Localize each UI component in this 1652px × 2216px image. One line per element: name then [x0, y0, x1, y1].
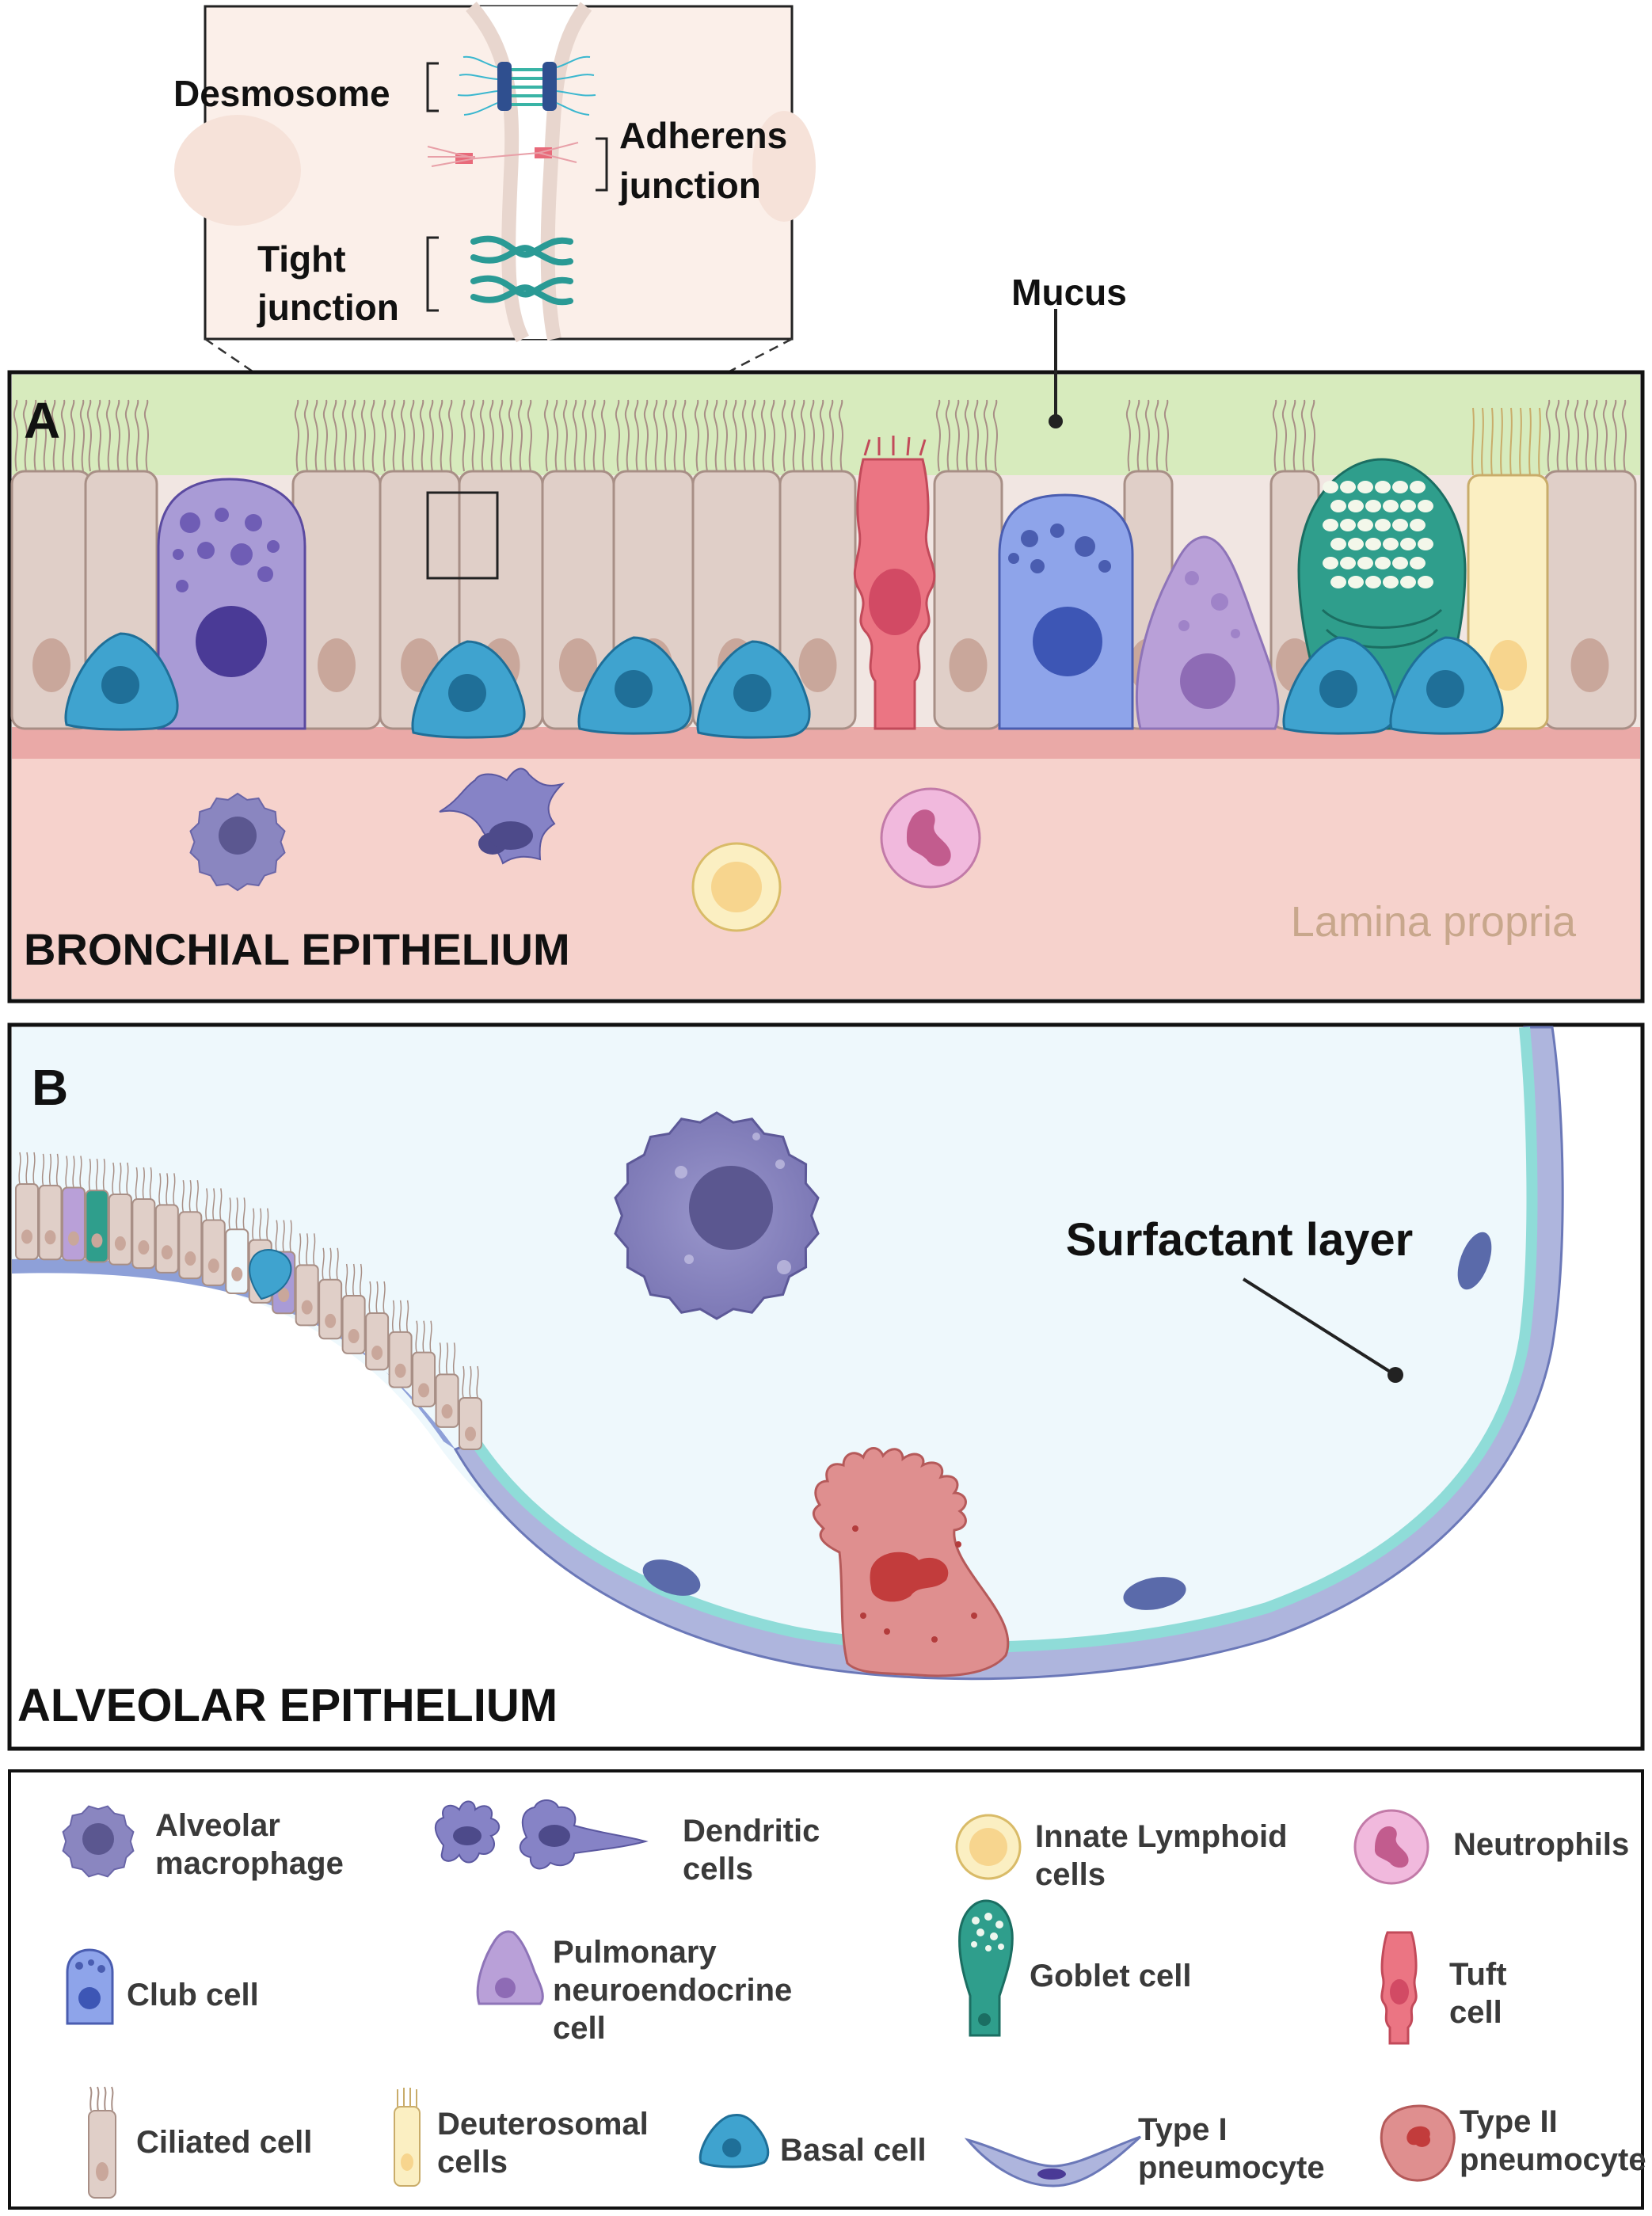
surfactant-label: Surfactant layer: [1066, 1214, 1413, 1266]
tight-label-line1: Tight: [257, 238, 346, 280]
tuft-cell: [853, 436, 936, 730]
panel-b-title: ALVEOLAR EPITHELIUM: [17, 1680, 558, 1731]
panel-b-alveolar: Surfactant layer B ALVEOLAR EPITHELIUM: [7, 1022, 1645, 1751]
desmosome-label: Desmosome: [173, 73, 390, 114]
legend-label-pnec-line3: cell: [553, 2011, 606, 2046]
legend-label-type1-line1: Type I: [1138, 2112, 1228, 2147]
lamina-propria: [12, 759, 1640, 999]
tight-junction-icon: [470, 235, 573, 306]
basal-cells-row: [64, 632, 1504, 739]
junction-inset: Desmosome Adherens junction Tight juncti…: [173, 2, 816, 493]
neutrophils-icon: [1353, 1809, 1429, 1885]
legend-label-tuft-line2: cell: [1449, 1995, 1502, 2030]
legend-label-dendritic-line2: cells: [683, 1852, 753, 1887]
innate-lymphoid-cells-icon: [955, 1814, 1022, 1880]
pulmonary-neuroendocrine-cell-icon: [476, 1930, 544, 2005]
panel-a-title: BRONCHIAL EPITHELIUM: [24, 924, 570, 974]
legend-label-basal-line1: Basal cell: [780, 2133, 927, 2168]
goblet-cell-icon: [958, 1899, 1014, 2037]
club-cell-icon: [66, 1948, 114, 2025]
adherens-label-line1: Adherens: [619, 115, 787, 156]
pulmonary-neuroendocrine-cell: [1135, 535, 1280, 730]
legend-label-deuterosomal-line2: cells: [437, 2145, 508, 2180]
alveolar-macrophage-small: [189, 792, 286, 892]
legend-label-deuterosomal-line1: Deuterosomal: [437, 2107, 649, 2142]
legend-label-ciliated-line1: Ciliated cell: [136, 2125, 312, 2160]
panel-a-bronchial: Mucus A BRONCHIAL EPITHELIUM Lamina prop…: [7, 272, 1645, 1003]
goblet-granules: [1323, 481, 1433, 588]
adherens-label-line2: junction: [619, 165, 761, 206]
dendritic-cell: [439, 767, 565, 865]
type1-pneumocyte-icon: [964, 2135, 1142, 2187]
legend-label-tuft-line1: Tuft: [1449, 1957, 1507, 1992]
tuft-cell-icon: [1380, 1931, 1418, 2045]
surfactant-pointer: [1242, 1277, 1395, 1376]
deuterosomal-cells-icon: [394, 2088, 421, 2187]
basement-membrane: [12, 727, 1640, 759]
legend-label-ilc-line2: cells: [1035, 1857, 1106, 1892]
legend-label-type2-line2: pneumocyte: [1460, 2142, 1646, 2177]
bronchiole-cells: [15, 1152, 482, 1450]
alveolar-macrophage-large: [614, 1111, 820, 1320]
legend-label-pnec-line1: Pulmonary: [553, 1935, 717, 1970]
cilia: [13, 399, 1627, 476]
panel-a-letter: A: [24, 392, 60, 449]
adherens-junction-icon: [427, 142, 579, 167]
legend-label-pnec-line2: neuroendocrine: [553, 1973, 792, 2008]
legend-label-dendritic-line1: Dendritic: [683, 1814, 820, 1849]
inset-marker: [426, 491, 499, 580]
legend-label-club-line1: Club cell: [127, 1978, 259, 2012]
legend-label-alveolar-macrophage-line2: macrophage: [155, 1846, 344, 1881]
club-cell-purple: [157, 478, 306, 730]
legend-label-alveolar-macrophage-line1: Alveolar: [155, 1808, 280, 1843]
ciliated-cell-icon: [88, 2086, 116, 2199]
legend-label-type1-line2: pneumocyte: [1138, 2150, 1325, 2185]
legend-label-type2-line1: Type II: [1460, 2104, 1558, 2139]
innate-lymphoid-cell: [691, 842, 782, 932]
legend-label-neutrophil-line1: Neutrophils: [1453, 1827, 1629, 1862]
type2-pneumocyte: [812, 1447, 1010, 1677]
panel-b-letter: B: [32, 1059, 68, 1116]
desmosome-icon: [457, 55, 596, 116]
legend-label-goblet-line1: Goblet cell: [1030, 1959, 1192, 1993]
club-cell-blue: [998, 493, 1134, 730]
tight-label-line2: junction: [257, 287, 399, 328]
alveolar-macrophage-icon: [62, 1805, 135, 1878]
neutrophil: [880, 787, 981, 889]
mucus-label: Mucus: [1011, 272, 1127, 313]
lamina-propria-label: Lamina propria: [1291, 898, 1577, 946]
basal-cell-icon: [698, 2114, 770, 2168]
legend-label-ilc-line1: Innate Lymphoid: [1035, 1819, 1288, 1854]
type2-pneumocyte-icon: [1380, 2104, 1456, 2182]
dendritic-cells-icon: [434, 1799, 649, 1870]
deuterosomal-cell: [1467, 474, 1549, 730]
